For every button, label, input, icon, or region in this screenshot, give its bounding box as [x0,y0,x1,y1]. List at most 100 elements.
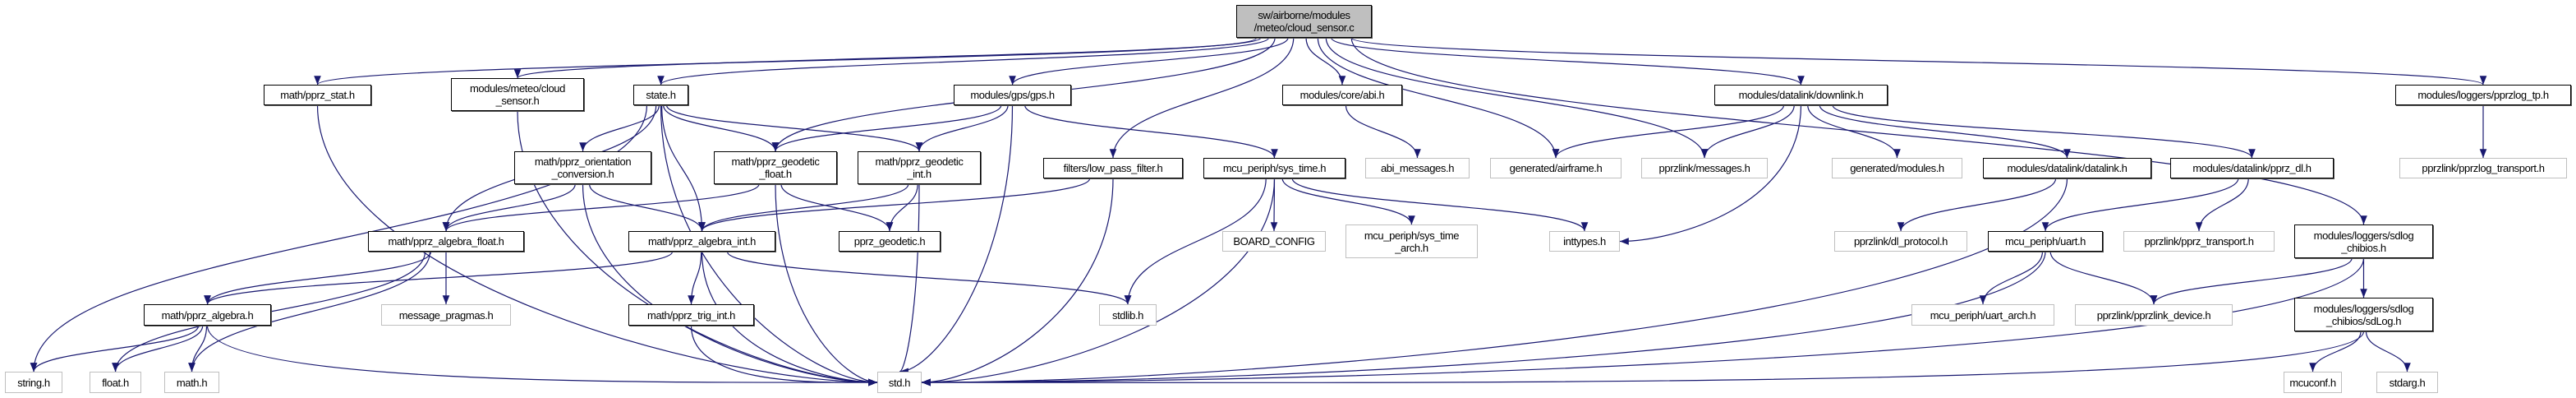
node-geo-int[interactable]: math/pprz_geodetic _int.h [858,151,981,184]
node-downlink[interactable]: modules/datalink/downlink.h [1714,85,1888,105]
edge-orient-to-alg_int [588,183,706,232]
node-pprz-transport[interactable]: pprzlink/pprz_transport.h [2123,231,2275,252]
node-label: math.h [176,376,208,389]
edge-downlink-to-messages [1700,104,1795,159]
node-board-config[interactable]: BOARD_CONFIG [1222,231,1326,252]
node-messages[interactable]: pprzlink/messages.h [1641,158,1768,178]
node-algebra[interactable]: math/pprz_algebra.h [144,304,271,326]
node-label: modules/loggers/sdlog _chibios/sdLog.h [2313,302,2414,327]
edge-alg_float-to-algebra [204,251,432,305]
node-root[interactable]: sw/airborne/modules /meteo/cloud_sensor.… [1236,5,1372,38]
edge-sys_time-to-std [921,178,1276,386]
node-cloud-h[interactable]: modules/meteo/cloud _sensor.h [451,78,584,111]
node-msg-pragmas[interactable]: message_pragmas.h [381,304,511,326]
edge-orient-to-std [582,183,878,386]
edge-geo_int-to-pprz_geodetic [886,183,918,232]
node-label: stdlib.h [1112,308,1143,322]
edge-sdlog-to-mcuconf [2309,331,2362,373]
node-label: math/pprz_algebra_float.h [388,235,504,248]
edge-lpf-to-alg_int [698,178,1091,232]
node-label: mcu_periph/sys_time _arch.h [1364,229,1460,254]
edge-sys_time-to-sys_time_arch [1281,178,1415,225]
node-label: string.h [17,376,50,389]
node-label: pprzlink/messages.h [1658,162,1750,174]
node-label: sw/airborne/modules /meteo/cloud_sensor.… [1254,9,1355,34]
node-label: math/pprz_trig_int.h [647,308,735,322]
node-airframe[interactable]: generated/airframe.h [1490,158,1622,178]
node-label: math/pprz_stat.h [280,89,355,101]
edge-state-to-string [30,104,648,373]
edge-downlink-to-datalink [1819,104,2071,159]
edge-sys_time-to-inttypes [1291,178,1589,232]
edge-orient-to-alg_float [442,183,576,232]
edge-alg_int-to-algebra [204,251,674,305]
node-sdlog-chibios[interactable]: modules/loggers/sdlog _chibios.h [2294,224,2433,258]
node-inttypes[interactable]: inttypes.h [1549,231,1620,252]
edge-sys_time-to-stdlib [1124,178,1267,305]
edge-gps-to-geo_float [771,104,1002,152]
node-stdarg[interactable]: stdarg.h [2376,372,2438,393]
node-label: std.h [888,376,911,389]
edge-root-to-downlink [1331,37,1805,86]
edge-pprz_dl-to-uart [2041,178,2239,232]
edge-root-to-lpf [1109,37,1295,159]
edge-uart-to-pprzlink_device [2049,251,2158,305]
edge-geo_float-to-std [775,183,878,386]
edge-algebra-to-float [112,325,204,373]
edge-datalink-to-std [921,178,2068,386]
node-gps[interactable]: modules/gps/gps.h [954,85,1071,105]
node-sdlog[interactable]: modules/loggers/sdlog _chibios/sdLog.h [2294,298,2433,331]
node-label: modules/datalink/downlink.h [1738,89,1864,101]
node-dl-protocol[interactable]: pprzlink/dl_protocol.h [1834,231,1967,252]
node-std[interactable]: std.h [877,372,922,393]
node-string[interactable]: string.h [5,372,62,393]
node-label: modules/gps/gps.h [970,89,1055,101]
node-label: math/pprz_orientation _conversion.h [534,155,632,180]
node-uart-arch[interactable]: mcu_periph/uart_arch.h [1911,304,2054,326]
node-pprz-stat[interactable]: math/pprz_stat.h [264,85,371,105]
node-pprzlink-device[interactable]: pprzlink/pprzlink_device.h [2075,304,2233,326]
node-sys-time-arch[interactable]: mcu_periph/sys_time _arch.h [1346,224,1478,258]
edge-trig_int-to-std [690,325,878,386]
node-math[interactable]: math.h [164,372,219,393]
node-label: math/pprz_geodetic _float.h [731,155,820,180]
node-abi-msg[interactable]: abi_messages.h [1365,158,1470,178]
node-pprz-geodetic[interactable]: pprz_geodetic.h [839,231,941,252]
node-state[interactable]: state.h [633,85,688,105]
edge-alg_float-to-math [188,251,430,373]
node-mcuconf[interactable]: mcuconf.h [2284,372,2342,393]
node-orient[interactable]: math/pprz_orientation _conversion.h [514,151,651,184]
node-datalink[interactable]: modules/datalink/datalink.h [1983,158,2151,178]
node-geo-float[interactable]: math/pprz_geodetic _float.h [714,151,837,184]
edge-state-to-geo_int [665,104,923,152]
node-pprzlog-transport[interactable]: pprzlink/pprzlog_transport.h [2399,158,2567,178]
edge-root-to-abi [1305,37,1346,86]
node-label: generated/airframe.h [1509,162,1603,174]
node-label: float.h [102,376,129,389]
node-pprz-dl[interactable]: modules/datalink/pprz_dl.h [2170,158,2334,178]
edge-state-to-alg_int [661,104,706,232]
node-float[interactable]: float.h [90,372,141,393]
edge-algebra-to-std [206,325,878,386]
edge-geo_int-to-alg_int [698,183,909,232]
node-alg-float[interactable]: math/pprz_algebra_float.h [368,231,524,252]
edge-pprz_stat-to-std [316,104,878,386]
node-label: modules/datalink/pprz_dl.h [2192,162,2312,174]
node-label: mcu_periph/uart.h [2005,235,2086,248]
node-uart[interactable]: mcu_periph/uart.h [1988,231,2103,252]
node-alg-int[interactable]: math/pprz_algebra_int.h [628,231,775,252]
node-lpf[interactable]: filters/low_pass_filter.h [1043,158,1183,178]
edge-uart-to-std [921,251,2046,386]
node-sys-time[interactable]: mcu_periph/sys_time.h [1203,158,1346,178]
node-abi[interactable]: modules/core/abi.h [1282,85,1402,105]
node-stdlib[interactable]: stdlib.h [1099,304,1157,326]
node-pprzlog-tp[interactable]: modules/loggers/pprzlog_tp.h [2395,85,2571,105]
edge-lpf-to-std [921,178,1114,386]
edge-gps-to-sys_time [1024,104,1278,159]
node-label: mcu_periph/uart_arch.h [1930,308,2036,322]
node-gen-modules[interactable]: generated/modules.h [1832,158,1962,178]
node-trig-int[interactable]: math/pprz_trig_int.h [628,304,754,326]
node-label: mcu_periph/sys_time.h [1222,162,1327,174]
node-label: filters/low_pass_filter.h [1063,162,1163,174]
